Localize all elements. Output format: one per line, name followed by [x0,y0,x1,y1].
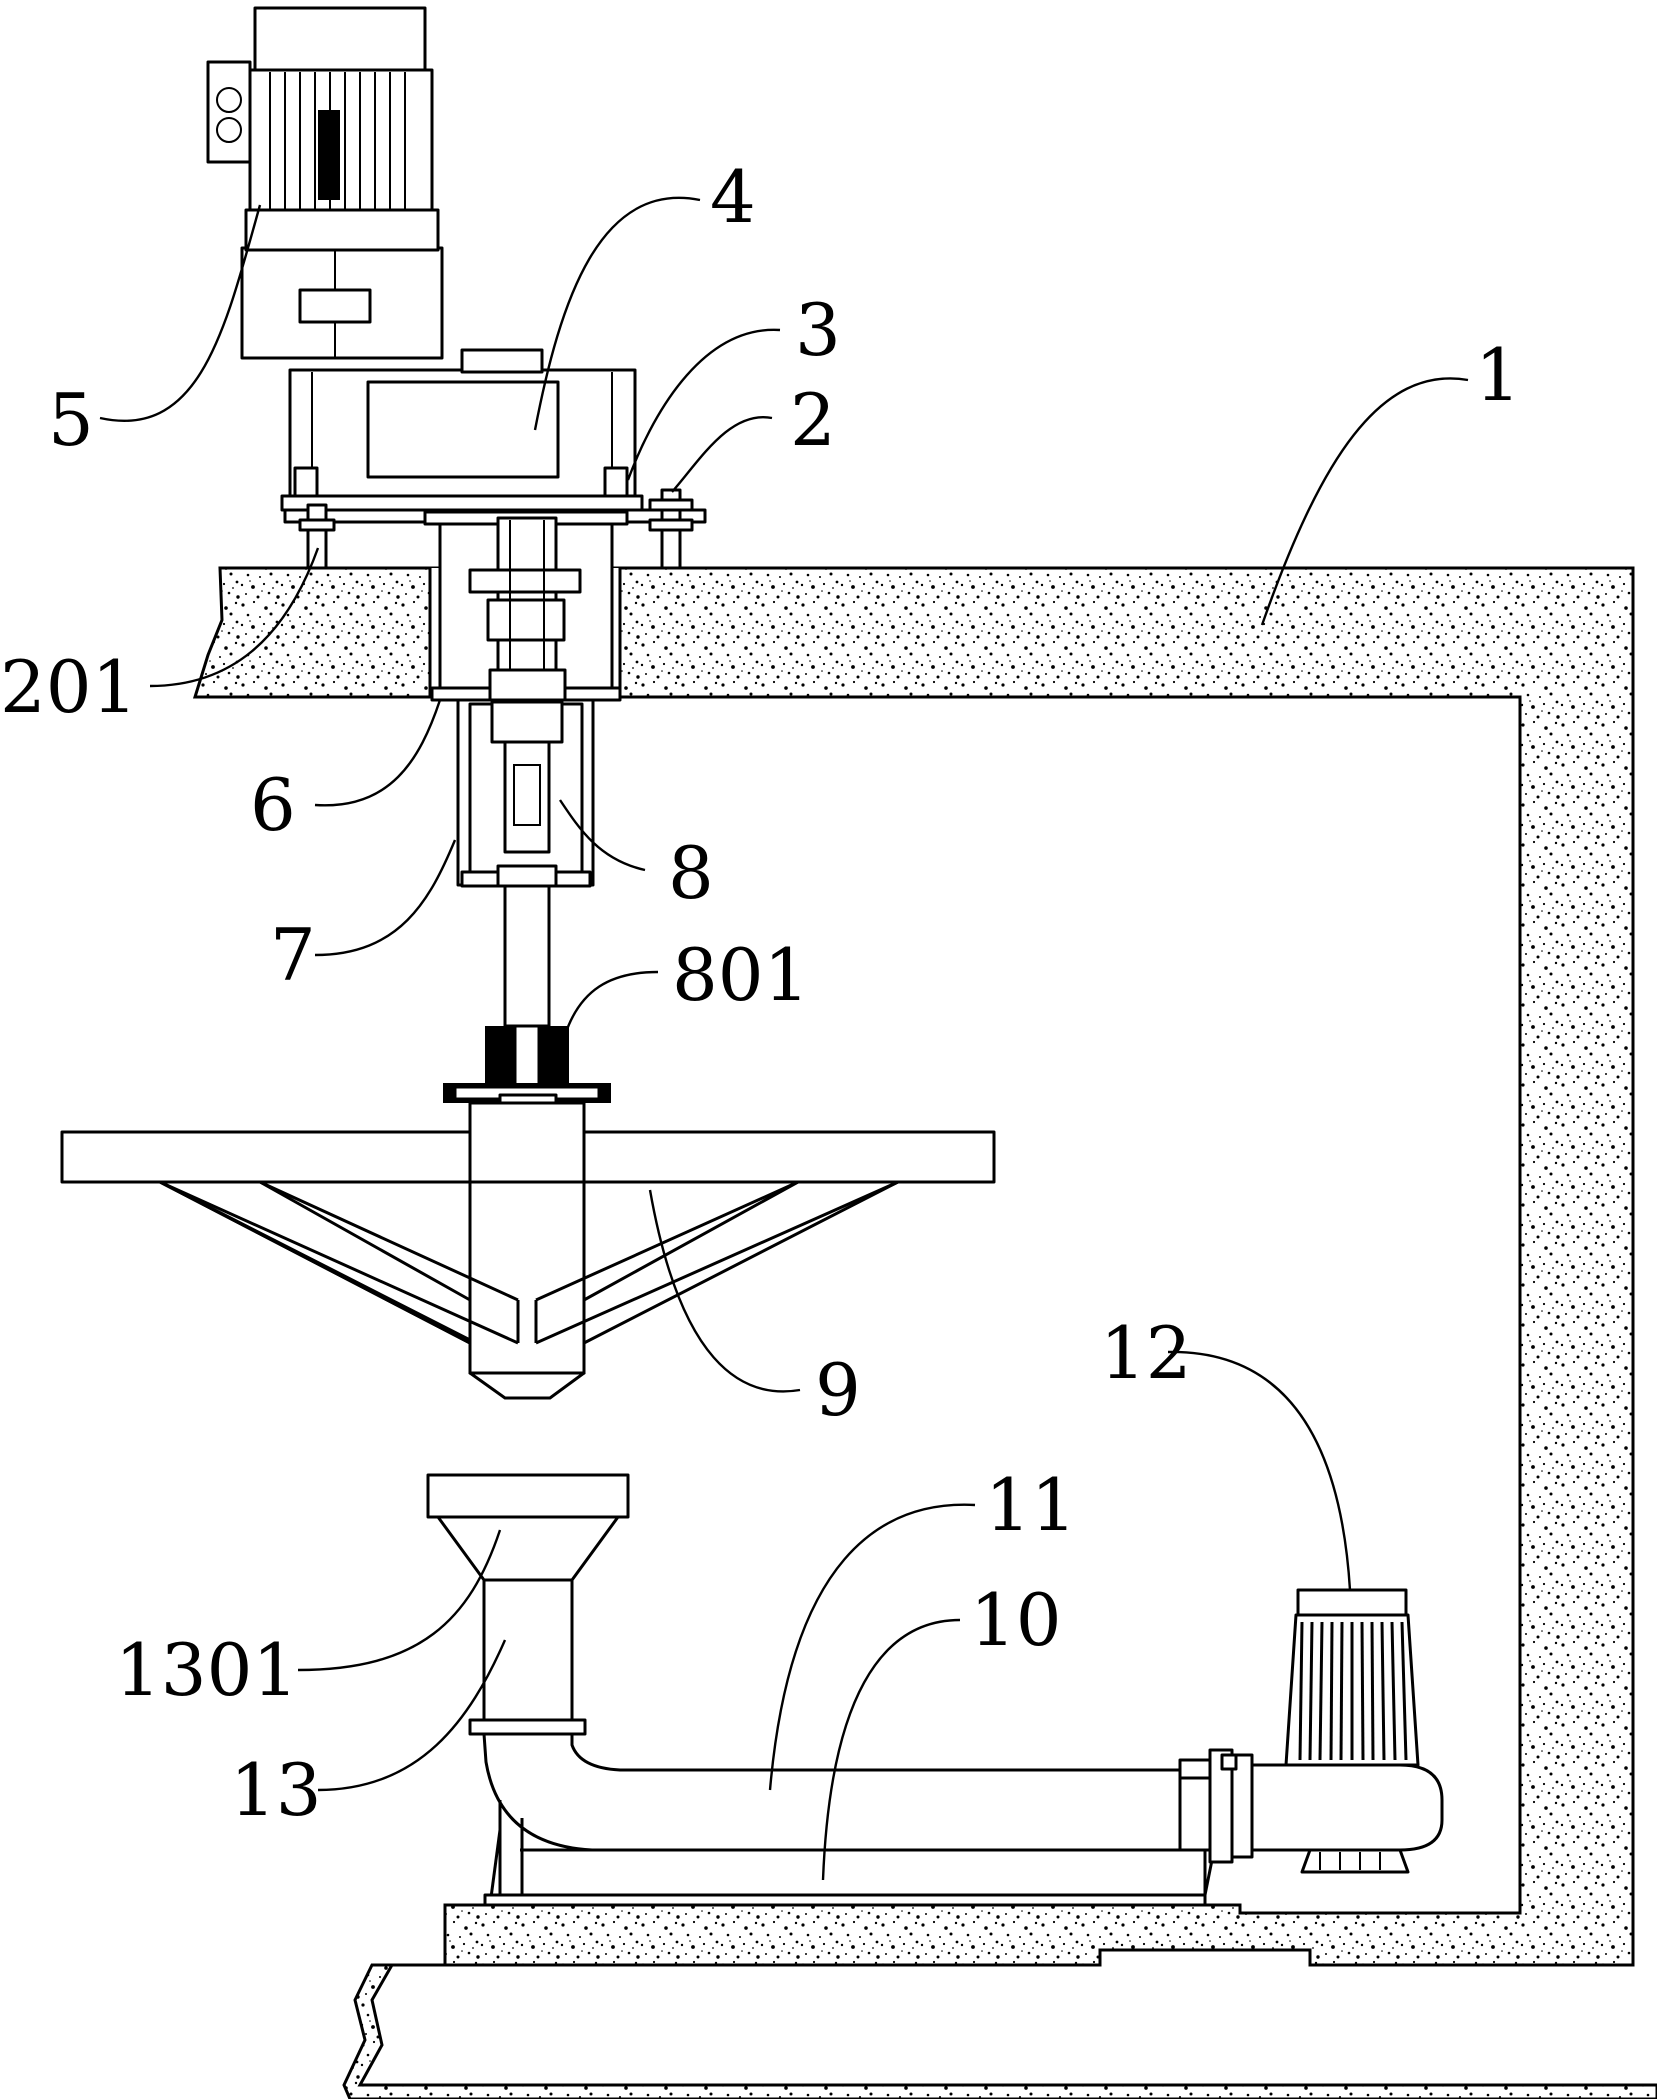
shaft-housing [425,512,627,700]
anchor-bolt-left [308,505,326,568]
label-10: 10 [970,1578,1062,1662]
drive-shaft [505,886,549,1026]
pump-flange [1180,1750,1252,1862]
submersible-pump [1252,1590,1442,1872]
label-7: 7 [270,913,316,997]
label-13: 13 [230,1748,322,1832]
label-6: 6 [250,763,296,847]
suction-hopper [428,1475,628,1580]
label-3: 3 [795,288,841,372]
lower-housing [458,700,593,886]
label-11: 11 [985,1463,1077,1547]
motor [208,8,442,358]
label-201: 201 [0,645,137,729]
gearbox [290,350,635,498]
riser-pipe [470,1580,585,1734]
label-9: 9 [815,1348,861,1432]
label-12: 12 [1100,1311,1192,1395]
label-1: 1 [1475,333,1521,417]
label-5: 5 [48,378,94,462]
label-8: 8 [668,831,714,915]
label-1301: 1301 [115,1628,298,1712]
label-2: 2 [790,378,836,462]
label-4: 4 [710,155,756,239]
shaft-coupling [443,1026,611,1111]
tank-wall [195,568,1657,2099]
label-801: 801 [672,933,809,1017]
